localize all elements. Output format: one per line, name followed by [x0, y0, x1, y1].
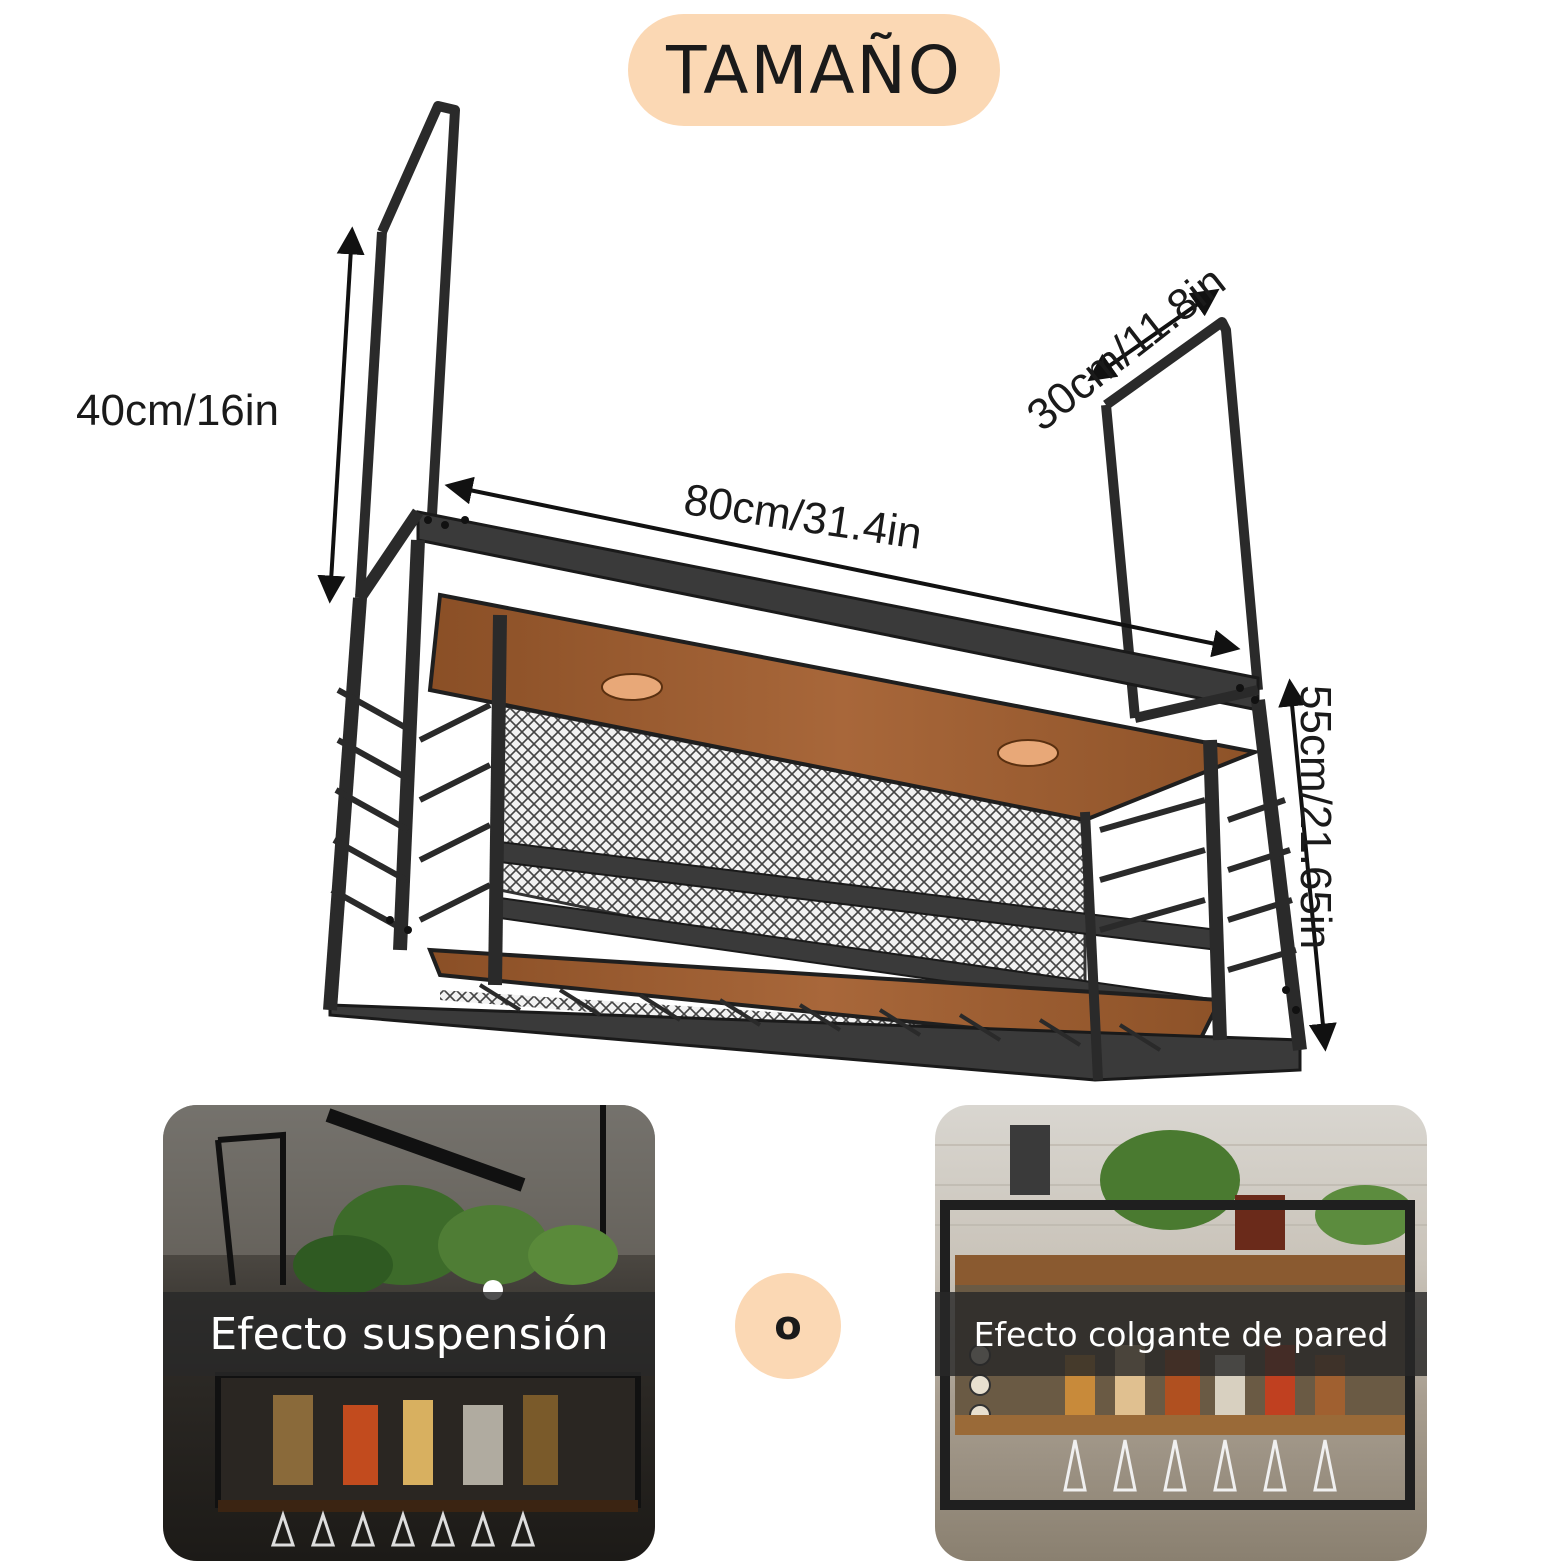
- label-wall-hanging-text: Efecto colgante de pared: [973, 1314, 1389, 1354]
- dimension-arrows: [317, 226, 1337, 1052]
- suspension-scene: [163, 1105, 655, 1547]
- product-diagram: [317, 101, 1337, 1082]
- label-wall-hanging: Efecto colgante de pared: [935, 1292, 1427, 1376]
- title-badge: TAMAÑO: [628, 14, 1000, 126]
- page-title: TAMAÑO: [666, 31, 962, 109]
- photo-wall-hanging-effect: Efecto colgante de pared: [935, 1105, 1427, 1561]
- rack-illustration: [323, 101, 1307, 1082]
- label-suspension: Efecto suspensión: [163, 1292, 655, 1376]
- or-separator: o: [735, 1273, 841, 1379]
- label-suspension-text: Efecto suspensión: [209, 1308, 609, 1360]
- photo-suspension-effect: Efecto suspensión: [163, 1105, 655, 1561]
- dimension-height-top: 40cm/16in: [76, 386, 280, 435]
- or-separator-text: o: [774, 1303, 802, 1349]
- dimension-total-height: 55cm/21.65in: [1291, 685, 1340, 950]
